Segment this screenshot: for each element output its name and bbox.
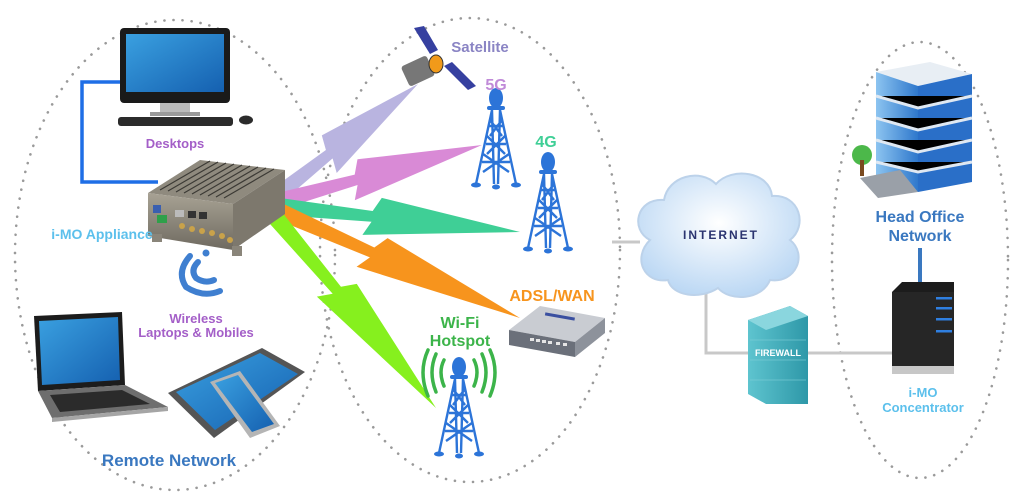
5g-tower-icon — [469, 86, 523, 191]
hotspot-signal-icon — [421, 348, 497, 398]
remote-network-label: Remote Network — [102, 451, 237, 470]
wan-links-zone — [318, 16, 622, 484]
satellite-label: Satellite — [451, 39, 509, 56]
adsl-router-icon — [509, 306, 605, 357]
firewall-icon — [748, 306, 808, 404]
wifi-hotspot-label-line1: Wi-Fi — [441, 315, 480, 332]
4g-label: 4G — [535, 134, 556, 151]
laptop-icon — [34, 312, 168, 422]
wireless-links — [258, 84, 520, 408]
internet-label: INTERNET — [683, 228, 759, 242]
wifi-hotspot-label-line2: Hotspot — [430, 333, 491, 350]
5g-label: 5G — [485, 77, 506, 94]
link-adsl-bolt — [261, 196, 520, 318]
tablet-phone-icon — [168, 348, 305, 438]
internet-cloud-icon — [637, 172, 801, 299]
imo-appliance-label: i-MO Appliance — [51, 226, 153, 242]
adsl-wan-label: ADSL/WAN — [509, 288, 594, 305]
head-office-zone — [830, 40, 1010, 480]
link-wifi-bolt — [258, 199, 436, 408]
link-fourg-bolt — [264, 196, 520, 235]
wireless-signal-icon — [178, 249, 223, 297]
concentrator-label-line2: Concentrator — [882, 400, 964, 415]
remote-network-zone — [13, 18, 337, 492]
desktop-computer-icon — [118, 28, 253, 126]
link-fiveg-bolt — [262, 145, 482, 214]
head-office-building-icon — [852, 62, 973, 198]
desktops-label: Desktops — [146, 136, 205, 151]
desktop-appliance-cable — [80, 80, 158, 184]
concentrator-label-line1: i-MO — [909, 385, 938, 400]
head-office-label-line2: Network — [888, 228, 951, 245]
satellite-icon — [401, 26, 476, 90]
link-satellite-bolt — [259, 84, 418, 213]
wireless-label-line1: Wireless — [169, 311, 222, 326]
head-office-label-line1: Head Office — [876, 209, 965, 226]
4g-tower-icon — [521, 150, 575, 255]
concentrator-server-icon — [892, 282, 954, 374]
wireless-label-line2: Laptops & Mobiles — [138, 325, 254, 340]
internet-firewall-link — [704, 292, 750, 355]
firewall-label: FIREWALL — [755, 348, 801, 358]
imo-appliance-icon — [148, 160, 285, 256]
